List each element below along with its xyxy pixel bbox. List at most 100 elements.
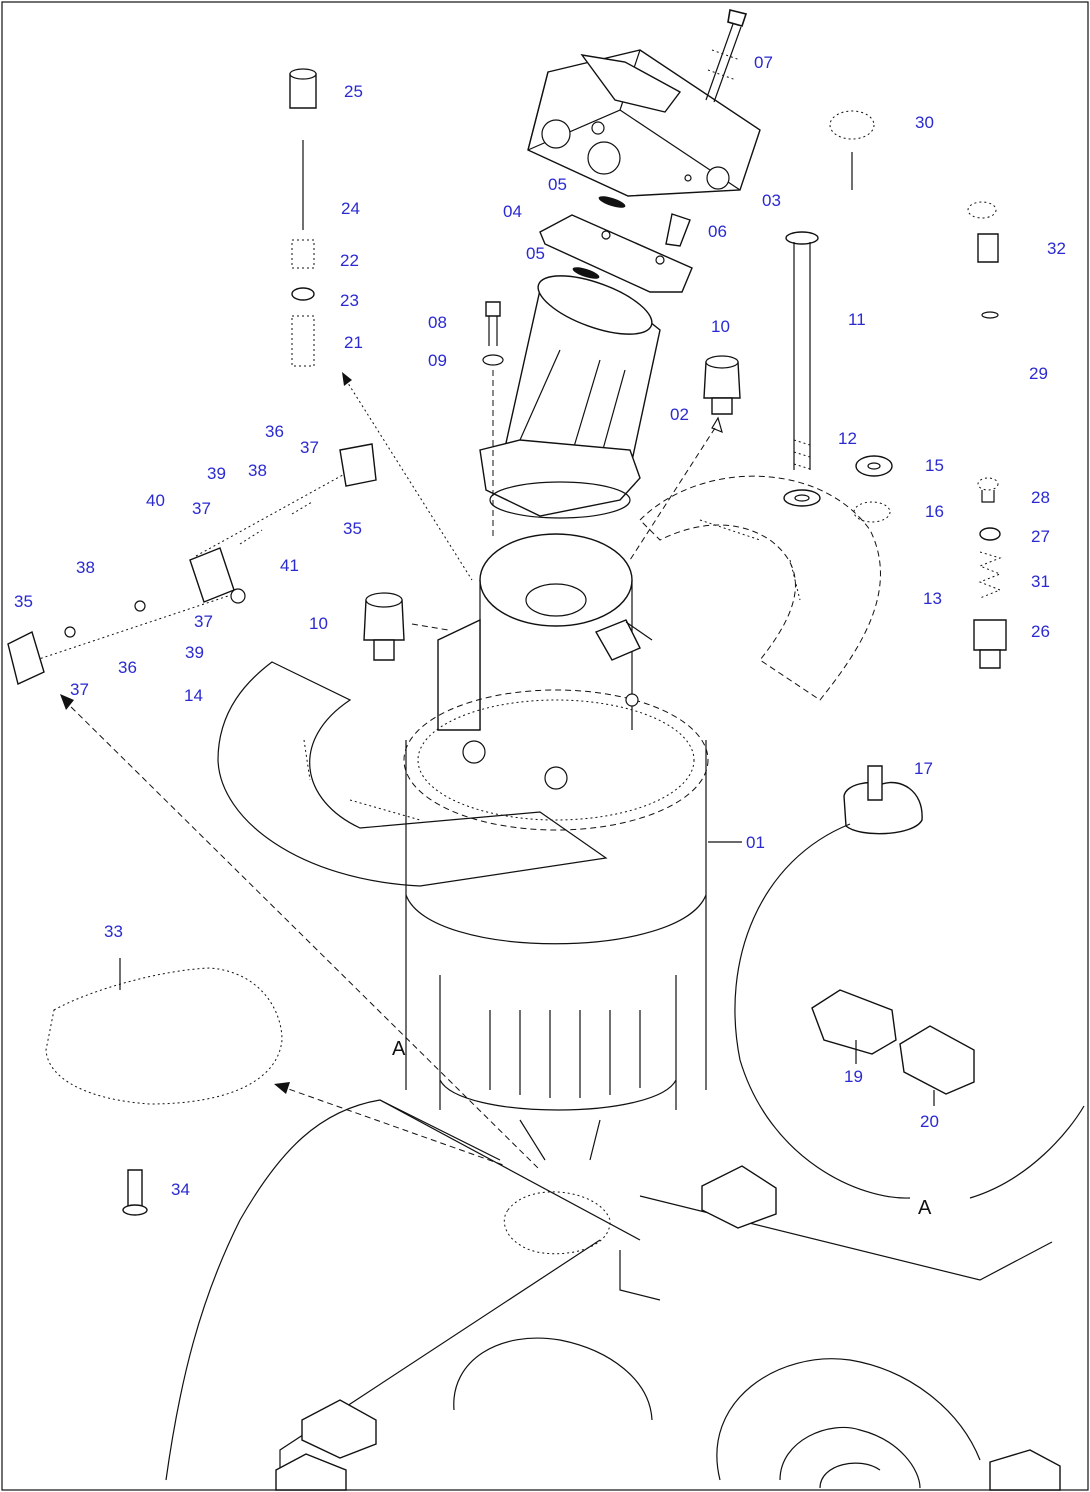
label-30: 30 bbox=[915, 113, 934, 132]
label-29: 29 bbox=[1029, 364, 1048, 383]
label-15: 15 bbox=[925, 456, 944, 475]
label-25: 25 bbox=[344, 82, 363, 101]
label-26: 26 bbox=[1031, 622, 1050, 641]
leader-10-lower bbox=[411, 623, 449, 631]
plug-10-upper bbox=[703, 355, 741, 415]
arrow-piping bbox=[60, 694, 74, 710]
cover-plate-14 bbox=[217, 661, 608, 887]
part-28 bbox=[977, 477, 999, 503]
label-12: 12 bbox=[838, 429, 857, 448]
arrow-10 bbox=[711, 416, 723, 434]
label-05-upper: 05 bbox=[548, 175, 567, 194]
label-37-left: 37 bbox=[70, 680, 89, 699]
label-11: 11 bbox=[848, 310, 866, 329]
plug-10-lower bbox=[363, 592, 405, 661]
arrow-33 bbox=[274, 1082, 290, 1094]
label-09: 09 bbox=[428, 351, 447, 370]
leader-33 bbox=[279, 1085, 507, 1167]
cap-32 bbox=[967, 201, 999, 263]
oring-23 bbox=[291, 287, 315, 301]
label-37-top: 37 bbox=[300, 438, 319, 457]
label-04: 04 bbox=[503, 202, 522, 221]
plug-26 bbox=[973, 619, 1007, 669]
label-01: 01 bbox=[746, 833, 765, 852]
fitting-17 bbox=[843, 765, 923, 835]
leader-piping bbox=[63, 699, 541, 1171]
label-41: 41 bbox=[280, 556, 299, 575]
label-38-left: 38 bbox=[76, 558, 95, 577]
bolt-11 bbox=[785, 231, 819, 470]
label-31: 31 bbox=[1031, 572, 1050, 591]
gasket-05-lower bbox=[572, 267, 600, 279]
label-10-lower: 10 bbox=[309, 614, 328, 633]
label-33: 33 bbox=[104, 922, 123, 941]
label-36-top: 36 bbox=[265, 422, 284, 441]
fitting-on-housing bbox=[594, 619, 653, 661]
label-37-lower: 37 bbox=[194, 612, 213, 631]
arrow-21 bbox=[342, 372, 352, 386]
washer-16 bbox=[853, 501, 891, 523]
label-35-right: 35 bbox=[343, 519, 362, 538]
label-38-top: 38 bbox=[248, 461, 267, 480]
piping-assembly-upper bbox=[189, 443, 377, 603]
label-08: 08 bbox=[428, 313, 447, 332]
label-37-mid: 37 bbox=[192, 499, 211, 518]
washer-09 bbox=[482, 354, 504, 366]
bolt-06 bbox=[665, 213, 691, 247]
label-24: 24 bbox=[341, 199, 360, 218]
label-34: 34 bbox=[171, 1180, 190, 1199]
label-27: 27 bbox=[1031, 527, 1050, 546]
label-39-lower: 39 bbox=[185, 643, 204, 662]
piping-assembly-lower bbox=[7, 588, 246, 685]
label-13: 13 bbox=[923, 589, 942, 608]
cover-plate-33 bbox=[45, 958, 283, 1105]
label-16: 16 bbox=[925, 502, 944, 521]
label-07: 07 bbox=[754, 53, 773, 72]
revolving-frame bbox=[165, 1099, 1061, 1491]
swing-machinery-01 bbox=[403, 533, 709, 1161]
label-22: 22 bbox=[340, 251, 359, 270]
bolt-07 bbox=[705, 9, 748, 103]
label-23: 23 bbox=[340, 291, 359, 310]
plate-04 bbox=[539, 214, 693, 293]
label-05-lower: 05 bbox=[526, 244, 545, 263]
label-39-top: 39 bbox=[207, 464, 226, 483]
gasket-05-upper bbox=[598, 196, 626, 208]
leader-21 bbox=[345, 379, 473, 581]
detail-a-marker: A bbox=[392, 1038, 406, 1060]
cap-30 bbox=[829, 110, 875, 190]
spring-31 bbox=[978, 551, 1002, 599]
label-40: 40 bbox=[146, 491, 165, 510]
bolt-08 bbox=[485, 301, 501, 346]
label-10-upper: 10 bbox=[711, 317, 730, 336]
swing-motor-02 bbox=[479, 275, 661, 519]
bolt-34 bbox=[122, 1169, 148, 1216]
sensor-19 bbox=[811, 989, 897, 1064]
washer-12 bbox=[783, 489, 821, 507]
motor-valve-block-03 bbox=[527, 49, 761, 197]
label-20: 20 bbox=[920, 1112, 939, 1131]
part-22 bbox=[291, 239, 315, 269]
label-28: 28 bbox=[1031, 488, 1050, 507]
detail-a-outline bbox=[734, 823, 1085, 1199]
leader-02-10 bbox=[629, 427, 716, 561]
sensor-20 bbox=[899, 1025, 975, 1106]
label-32: 32 bbox=[1047, 239, 1066, 258]
label-17: 17 bbox=[914, 759, 933, 778]
fitting-25 bbox=[289, 68, 317, 109]
label-36-left: 36 bbox=[118, 658, 137, 677]
label-02: 02 bbox=[670, 405, 689, 424]
nut-15 bbox=[855, 455, 893, 477]
label-14: 14 bbox=[184, 686, 203, 705]
label-06: 06 bbox=[708, 222, 727, 241]
label-35-left: 35 bbox=[14, 592, 33, 611]
label-19: 19 bbox=[844, 1067, 863, 1086]
connector-21 bbox=[291, 315, 315, 367]
detail-a-title: A bbox=[918, 1197, 932, 1219]
label-21: 21 bbox=[344, 333, 363, 352]
label-03: 03 bbox=[762, 191, 781, 210]
part-29 bbox=[981, 311, 999, 319]
part-27 bbox=[979, 527, 1001, 541]
